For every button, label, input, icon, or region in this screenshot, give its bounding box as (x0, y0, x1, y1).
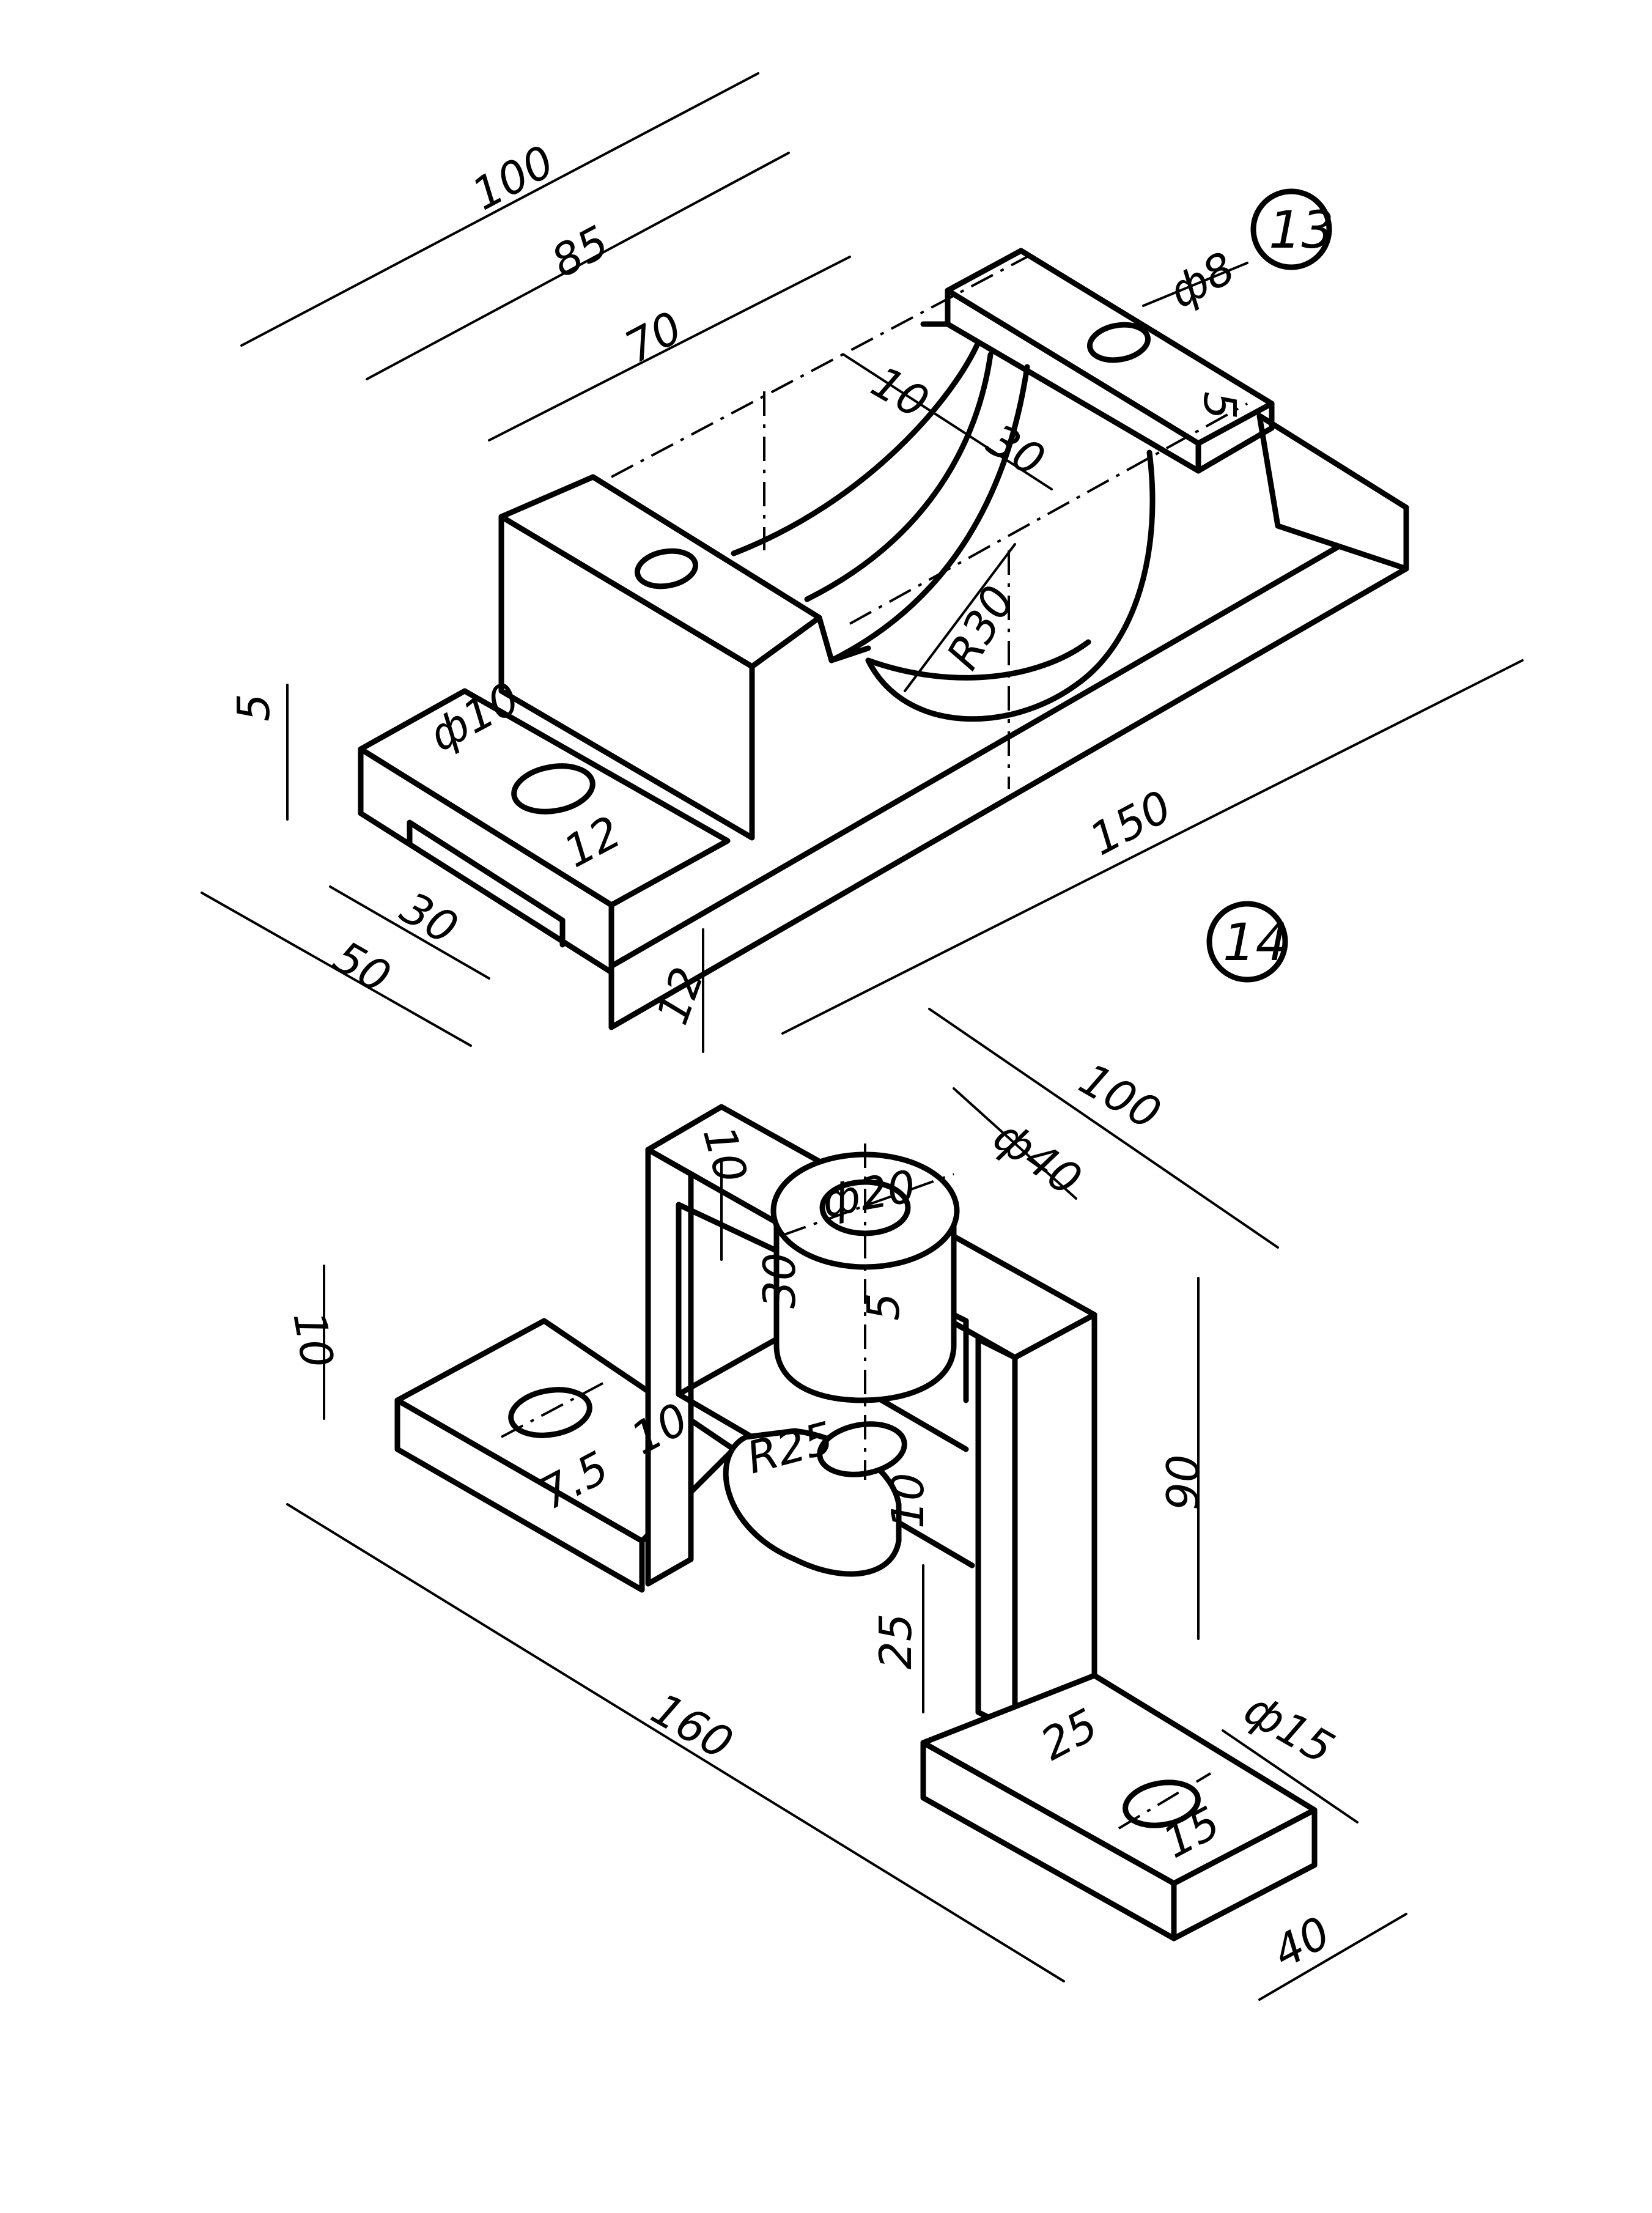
dim-100-b: 100 (1071, 1053, 1170, 1139)
dim-hole-8: ф8 (1161, 242, 1243, 318)
figure-13-number: 13 (1269, 200, 1334, 260)
right-foot (920, 1672, 1318, 1941)
dim-25-foot: 25 (870, 1613, 921, 1669)
dim-r30: R30 (937, 577, 1025, 678)
figure-14-number: 14 (1223, 912, 1288, 972)
figure-13-number-badge: 13 (1250, 188, 1334, 270)
rear-block (920, 248, 1275, 474)
dim-boss-40: ф40 (984, 1110, 1091, 1206)
figure-13: 13 (201, 72, 1524, 1053)
dimension-lines-13 (201, 72, 1524, 1053)
figure-14-number-badge: 14 (1206, 901, 1288, 983)
lower-lug (723, 1421, 907, 1577)
dim-50: 50 (325, 931, 399, 1003)
center-lines-13 (611, 256, 1248, 789)
dim-30-boss: 30 (754, 1252, 805, 1309)
center-lines-14 (501, 1143, 1212, 1830)
dim-30-slot: 30 (393, 882, 466, 955)
dim-40: 40 (1265, 1907, 1338, 1978)
dim-90: 90 (1157, 1454, 1209, 1510)
flange-hole-10 (511, 763, 596, 815)
figure-14: 14 (283, 901, 1407, 2001)
dim-5-gap: 5 (858, 1293, 909, 1321)
dim-150: 150 (1082, 780, 1180, 865)
dim-10-lug: 10 (882, 1472, 934, 1529)
left-foot-hole (508, 1387, 592, 1438)
dimension-lines-14 (286, 1008, 1407, 2001)
dim-5-flange: 5 (228, 693, 279, 722)
dim-70: 70 (617, 301, 690, 373)
block-hole-8 (1086, 322, 1151, 363)
dim-85: 85 (544, 216, 617, 287)
front-block (498, 474, 822, 841)
dim-160: 160 (643, 1683, 742, 1769)
front-flange (358, 688, 731, 975)
dim-5-top: 5 (1194, 391, 1245, 419)
dim-100: 100 (464, 135, 562, 220)
block-hole (634, 548, 699, 589)
bearing-cutout (731, 339, 1156, 722)
dim-30: 30 (979, 414, 1053, 487)
dim-10-plate: 10 (283, 1307, 344, 1372)
dim-hole-15: ф15 (1236, 1683, 1343, 1774)
